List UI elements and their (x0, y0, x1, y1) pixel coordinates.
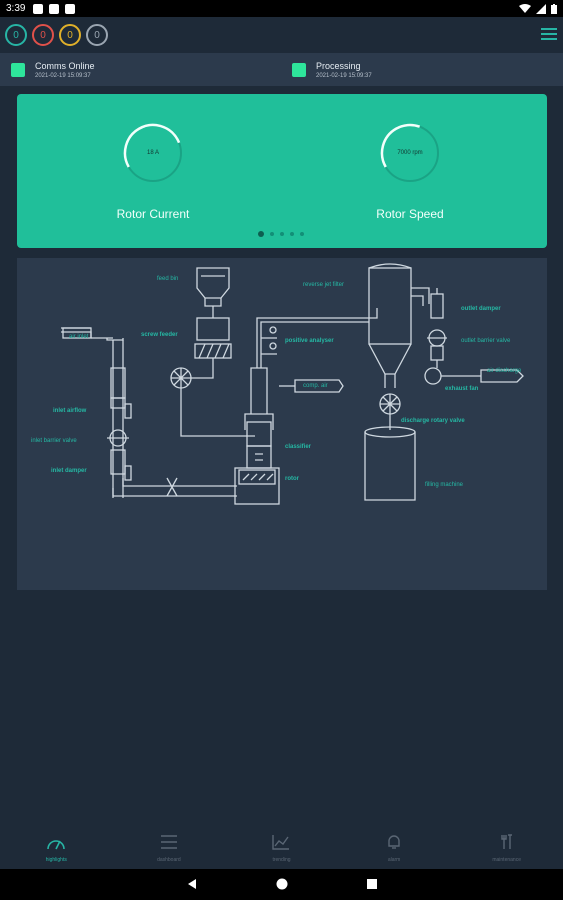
nav-label: highlights (45, 857, 67, 863)
nav-maintenance[interactable]: maintenance (450, 825, 563, 869)
rotor-speed-gauge: 7000 rpm (379, 122, 441, 184)
label-rotor: rotor (285, 476, 299, 482)
label-feed-bin: feed bin (157, 276, 179, 282)
status-label: Comms Online (35, 61, 95, 71)
system-navigation-bar (0, 869, 563, 900)
label-screw-feeder: screw feeder (141, 332, 178, 338)
label-exhaust-fan: exhaust fan (445, 386, 479, 392)
battery-icon (551, 3, 557, 14)
tools-icon (500, 834, 512, 849)
nav-highlights[interactable]: highlights (0, 825, 113, 869)
label-inlet-barrier-valve: inlet barrier valve (31, 438, 77, 444)
recents-icon[interactable] (366, 878, 378, 890)
nav-alarm[interactable]: alarm (338, 825, 451, 869)
carousel-dot[interactable] (300, 232, 304, 236)
indicator-warning[interactable]: 0 (59, 24, 81, 46)
system-status-bar: 3:39 (0, 0, 563, 17)
carousel-dots[interactable] (258, 231, 304, 237)
gauge-value: 18 A (146, 150, 159, 156)
gauge-icon (47, 840, 66, 850)
status-label: Processing (316, 61, 361, 71)
notification-icon (33, 3, 44, 14)
gauge-label: Rotor Speed (376, 207, 444, 221)
label-air-inlet: air inlet (69, 334, 89, 340)
indicator-other[interactable]: 0 (86, 24, 108, 46)
app-bar: 0 0 0 0 (0, 17, 563, 53)
gauge-label: Rotor Current (116, 207, 190, 221)
back-icon[interactable] (186, 878, 198, 890)
label-outlet-damper: outlet damper (461, 306, 501, 312)
nav-trending[interactable]: trending (225, 825, 338, 869)
label-inlet-airflow: inlet airflow (53, 408, 87, 414)
rotor-current-gauge: 18 A (122, 122, 184, 184)
process-schematic (61, 263, 524, 505)
indicator-info[interactable]: 0 (5, 24, 27, 46)
gauge-value: 7000 rpm (397, 150, 423, 156)
label-discharge-rotary-valve: discharge rotary valve (401, 418, 465, 424)
label-inlet-damper: inlet damper (51, 468, 87, 474)
hamburger-menu-icon[interactable] (541, 25, 557, 43)
process-diagram: feed bin screw feeder reverse jet filter… (17, 258, 547, 590)
carousel-dot[interactable] (290, 232, 294, 236)
kpi-carousel[interactable]: 18 A Rotor Current 7000 rpm Rotor Speed (17, 94, 547, 248)
chart-icon (272, 835, 290, 850)
nav-label: dashboard (157, 857, 181, 863)
label-air-discharge: air discharge (487, 368, 522, 374)
home-icon[interactable] (276, 878, 288, 890)
nav-dashboard[interactable]: dashboard (113, 825, 226, 869)
label-classifier: classifier (285, 444, 312, 450)
notification-icon (49, 3, 60, 14)
label-outlet-barrier-valve: outlet barrier valve (461, 338, 511, 344)
bell-icon (388, 835, 400, 849)
carousel-dot[interactable] (270, 232, 274, 236)
label-positive-analyser: positive analyser (285, 338, 334, 344)
nav-label: trending (272, 857, 291, 863)
status-processing: Processing 2021-02-19 15:09:37 (292, 61, 372, 79)
label-filling-machine: filling machine (425, 482, 464, 488)
status-indicator (11, 63, 25, 77)
status-timestamp: 2021-02-19 15:09:37 (35, 73, 91, 79)
carousel-dot[interactable] (280, 232, 284, 236)
notification-icon (65, 3, 76, 14)
wifi-icon (519, 3, 531, 13)
status-timestamp: 2021-02-19 15:09:37 (316, 73, 372, 79)
signal-icon (536, 3, 546, 14)
bottom-navigation: highlights dashboard trending alarm main… (0, 825, 563, 869)
label-comp-air: comp. air (303, 383, 328, 389)
list-icon (160, 835, 177, 849)
status-comms: Comms Online 2021-02-19 15:09:37 (11, 61, 95, 79)
indicator-alarm[interactable]: 0 (32, 24, 54, 46)
label-reverse-jet-filter: reverse jet filter (303, 282, 345, 288)
status-indicator (292, 63, 306, 77)
nav-label: alarm (387, 857, 401, 863)
clock: 3:39 (6, 3, 26, 14)
carousel-dot[interactable] (258, 231, 264, 237)
nav-label: maintenance (492, 857, 521, 863)
status-row: Comms Online 2021-02-19 15:09:37 Process… (0, 53, 563, 86)
